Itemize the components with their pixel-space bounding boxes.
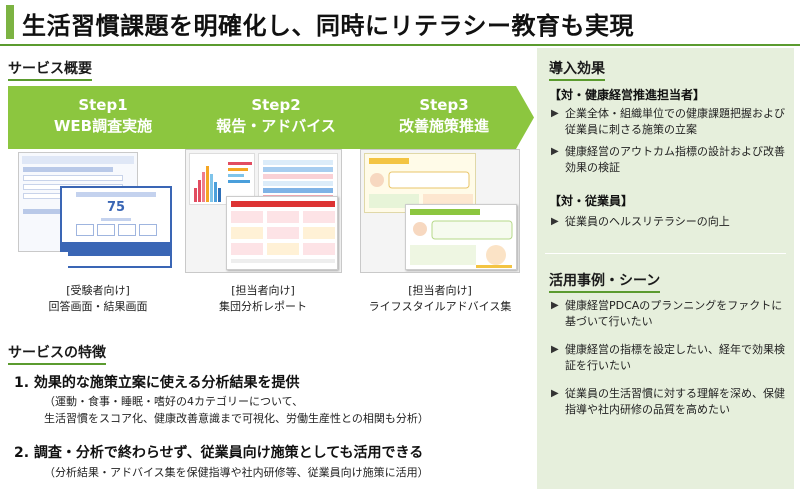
title-bar: 生活習慣課題を明確化し、同時にリテラシー教育も実現 — [0, 0, 800, 44]
survey-screen-thumbnail: 75 — [18, 152, 178, 280]
bullet-icon: ▶ — [551, 146, 559, 157]
caption-3-content: ライフスタイルアドバイス集 — [368, 300, 512, 313]
effects-employee-item-1: ▶ 従業員のヘルスリテラシーの向上 — [551, 215, 730, 228]
effects-manager-item-2: ▶ 健康経営のアウトカム指標の設計および改善効果の検証 — [551, 145, 785, 174]
caption-3-audience: [担当者向け] — [408, 284, 472, 297]
caption-2-audience: [担当者向け] — [231, 284, 295, 297]
result-score-value: 75 — [106, 200, 126, 215]
step-3-number: Step3 — [419, 96, 469, 114]
step-1-shape — [8, 86, 198, 149]
right-panel: 導入効果 【対・健康経営推進担当者】 ▶ 企業全体・組織単位での健康課題把握およ… — [537, 48, 794, 489]
effects-heading: 導入効果 — [549, 58, 605, 81]
step-2-shape — [181, 86, 371, 149]
step-2-label: Step2 報告・アドバイス — [181, 95, 371, 137]
panel-divider — [545, 253, 786, 254]
title-underline — [0, 44, 800, 46]
cases-heading: 活用事例・シーン — [549, 270, 661, 293]
step-3-chevron: Step3 改善施策推進 — [354, 86, 534, 149]
step-3-label: Step3 改善施策推進 — [354, 95, 534, 137]
overview-heading: サービス概要 — [8, 58, 92, 81]
bullet-icon: ▶ — [551, 108, 559, 119]
step-1-label: Step1 WEB調査実施 — [8, 95, 198, 137]
page-title: 生活習慣課題を明確化し、同時にリテラシー教育も実現 — [22, 12, 635, 40]
analysis-report-thumbnail — [185, 149, 342, 273]
feature-2-title: 2. 調査・分析で終わらせず、従業員向け施策としても活用できる — [14, 445, 424, 461]
caption-1: [受験者向け] 回答画面・結果画面 — [18, 283, 178, 315]
caption-2-content: 集団分析レポート — [219, 300, 307, 313]
step-flow: Step1 WEB調査実施 Step2 報告・アドバイス Step3 改善施策推… — [8, 86, 534, 149]
advice-page-1 — [364, 153, 476, 213]
feature-1-desc-line2: 生活習慣をスコア化、健康改善意識まで可視化、労働生産性との相関も分析） — [44, 412, 429, 425]
bullet-icon: ▶ — [551, 300, 559, 311]
case-item-2: ▶ 健康経営の指標を設定したい、経年で効果検証を行いたい — [551, 343, 785, 372]
case-item-3: ▶ 従業員の生活習慣に対する理解を深め、保健指導や社内研修の品質を高めたい — [551, 387, 785, 416]
advice-collection-thumbnail — [360, 149, 520, 273]
bullet-icon: ▶ — [551, 388, 559, 399]
step-1-chevron: Step1 WEB調査実施 — [8, 86, 198, 149]
feature-1-title: 1. 効果的な施策立案に使える分析結果を提供 — [14, 375, 300, 391]
step-3-shape — [354, 86, 534, 149]
caption-3: [担当者向け] ライフスタイルアドバイス集 — [355, 283, 525, 315]
step-1-number: Step1 — [78, 96, 128, 114]
step-3-name: 改善施策推進 — [398, 117, 489, 135]
bullet-icon: ▶ — [551, 344, 559, 355]
case-item-1: ▶ 健康経営PDCAのプランニングをファクトに基づいて行いたい — [551, 299, 783, 328]
caption-1-audience: [受験者向け] — [66, 284, 130, 297]
step-2-name: 報告・アドバイス — [216, 117, 336, 135]
feature-1-desc-line1: （運動・食事・睡眠・嗜好の4カテゴリーについて、 — [44, 395, 304, 408]
bullet-icon: ▶ — [551, 216, 559, 227]
survey-result-screen: 75 — [60, 186, 172, 268]
step-2-number: Step2 — [251, 96, 301, 114]
title-accent-bar — [6, 5, 14, 39]
caption-1-content: 回答画面・結果画面 — [48, 300, 148, 313]
feature-2-desc-line1: （分析結果・アドバイス集を保健指導や社内研修等、従業員向け施策に活用） — [44, 466, 429, 479]
step-2-chevron: Step2 報告・アドバイス — [181, 86, 371, 149]
advice-page-2 — [405, 204, 517, 270]
caption-2: [担当者向け] 集団分析レポート — [183, 283, 343, 315]
step-1-name: WEB調査実施 — [53, 117, 153, 135]
effects-manager-item-1: ▶ 企業全体・組織単位での健康課題把握および従業員に刺さる施策の立案 — [551, 107, 785, 136]
features-heading: サービスの特徴 — [8, 342, 106, 365]
effects-group-manager-label: 【対・健康経営推進担当者】 — [549, 88, 706, 102]
effects-group-employee-label: 【対・従業員】 — [549, 194, 634, 208]
report-page-summary — [226, 196, 338, 270]
